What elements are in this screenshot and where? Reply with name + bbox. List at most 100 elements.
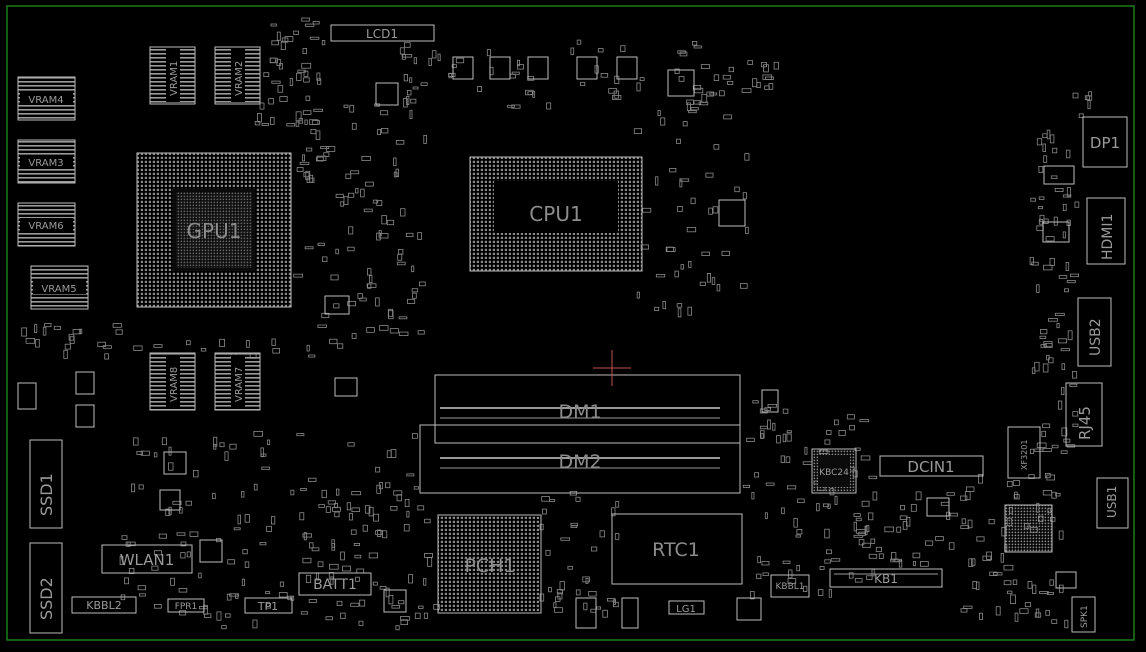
tp1-connector[interactable]: TP1 [244, 597, 293, 614]
passive-component [1070, 273, 1080, 278]
passive-component [1003, 580, 1012, 586]
passive-component [63, 349, 68, 359]
vram2-chip[interactable]: VRAM2 [214, 46, 261, 105]
passive-component [313, 108, 323, 112]
passive-component [899, 515, 908, 520]
passive-component [782, 408, 789, 414]
passive-component [335, 248, 339, 255]
pch1-chip[interactable]: PCH1 [437, 514, 542, 614]
passive-component [1072, 423, 1079, 428]
passive-component [1078, 113, 1084, 119]
passive-component [321, 40, 326, 46]
lcd1-connector[interactable]: LCD1 [330, 24, 435, 42]
kb1-connector[interactable]: KB1 [829, 568, 943, 588]
vram3-label: VRAM3 [28, 158, 63, 169]
passive-component [124, 577, 129, 585]
passive-component [713, 74, 720, 81]
passive-component [817, 589, 824, 596]
passive-component [1039, 335, 1047, 339]
lg1-connector[interactable]: LG1 [668, 600, 705, 615]
passive-component [1074, 201, 1080, 208]
passive-component [1012, 480, 1020, 486]
passive-component [599, 530, 605, 538]
passive-component [1014, 612, 1019, 622]
passive-component [549, 499, 556, 502]
passive-component [386, 450, 392, 458]
dm2-slot[interactable]: DM2 [419, 424, 741, 494]
passive-component [553, 602, 557, 608]
passive-component [767, 419, 771, 430]
passive-component [384, 482, 391, 489]
passive-component [545, 549, 551, 556]
passive-component [1072, 411, 1079, 417]
passive-component [793, 518, 798, 528]
rj45-connector[interactable]: RJ45 [1065, 382, 1103, 447]
passive-component [527, 91, 533, 95]
vram3-chip[interactable]: VRAM3 [17, 139, 76, 184]
vram1-chip[interactable]: VRAM1 [149, 46, 196, 105]
ssd1-connector[interactable]: SSD1 [29, 439, 63, 529]
spk1-connector[interactable]: SPK1 [1071, 596, 1096, 633]
passive-component [302, 48, 307, 54]
gpu1-chip[interactable]: GPU1 [136, 152, 292, 308]
passive-component [862, 542, 871, 548]
passive-component [913, 561, 916, 567]
passive-component [824, 528, 830, 539]
passive-component [335, 193, 344, 198]
vram2-label: VRAM2 [234, 61, 245, 96]
ssd2-connector[interactable]: SSD2 [29, 542, 63, 634]
passive-component [309, 119, 319, 125]
wlan1-connector[interactable]: WLAN1 [101, 544, 193, 574]
passive-component [165, 508, 171, 516]
passive-component [878, 553, 884, 559]
passive-component [585, 578, 589, 584]
usb1-connector[interactable]: USB1 [1096, 477, 1129, 529]
passive-component [359, 599, 366, 607]
vram8-chip[interactable]: VRAM8 [149, 352, 196, 411]
passive-component [330, 274, 339, 281]
passive-component [1043, 264, 1053, 271]
passive-component [418, 281, 426, 287]
passive-component [357, 293, 363, 299]
xf3201-transformer[interactable]: XF3201 [1007, 426, 1041, 479]
passive-component [253, 483, 258, 491]
passive-component [756, 573, 762, 579]
batt1-connector[interactable]: BATT1 [298, 572, 372, 596]
passive-component [1042, 143, 1047, 152]
passive-component [765, 76, 774, 80]
passive-component [368, 506, 374, 517]
passive-component [1034, 361, 1040, 372]
dcin1-connector[interactable]: DCIN1 [879, 455, 984, 477]
dm1-slot[interactable]: DM1 [434, 374, 741, 444]
kbbl2-connector[interactable]: KBBL2 [71, 596, 137, 614]
passive-component [993, 572, 1003, 576]
lan-chip[interactable] [1004, 504, 1053, 553]
passive-component [1027, 581, 1033, 589]
vram4-chip[interactable]: VRAM4 [17, 76, 76, 121]
vram7-chip[interactable]: VRAM7 [214, 352, 261, 411]
passive-component [721, 250, 730, 256]
passive-component [816, 503, 820, 512]
kbc24-chip[interactable]: KBC24 [811, 448, 857, 494]
rtc1-battery[interactable]: RTC1 [611, 513, 743, 585]
dp1-connector[interactable]: DP1 [1082, 116, 1128, 168]
vram6-chip[interactable]: VRAM6 [17, 202, 76, 247]
cpu1-chip[interactable]: CPU1 [469, 156, 643, 272]
passive-component [690, 107, 699, 111]
passive-component [256, 113, 262, 123]
spk1-label: SPK1 [1080, 605, 1090, 628]
vram5-chip[interactable]: VRAM5 [30, 265, 89, 310]
passive-component [417, 330, 425, 335]
lcd1-label: LCD1 [366, 27, 398, 41]
passive-component [379, 586, 387, 590]
passive-component [742, 484, 750, 488]
passive-component [400, 619, 408, 625]
passive-component [1041, 430, 1047, 437]
hdmi1-connector[interactable]: HDMI1 [1086, 197, 1126, 265]
kbbl1-connector[interactable]: KBBL1 [770, 574, 810, 598]
gpu1-label: GPU1 [187, 219, 242, 243]
usb2-connector[interactable]: USB2 [1077, 297, 1112, 367]
passive-component [614, 533, 620, 540]
fpr1-connector[interactable]: FPR1 [167, 598, 205, 613]
